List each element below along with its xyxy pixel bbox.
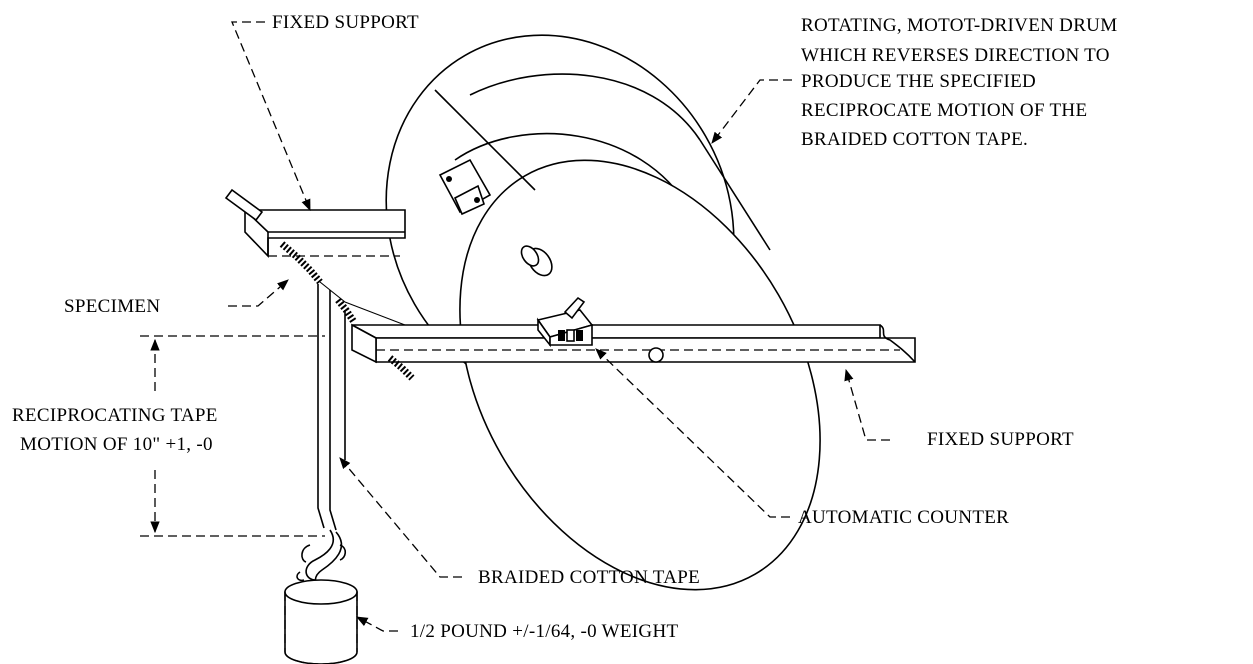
- specimen-right: [335, 297, 415, 381]
- label-drum-line1: ROTATING, MOTOT-DRIVEN DRUM: [801, 15, 1117, 36]
- weight-icon: [284, 529, 358, 664]
- right-fixed-support: [351, 323, 916, 364]
- drum-bracket-icon: [438, 158, 492, 216]
- motion-dimension: [140, 335, 325, 537]
- label-motion-line2: MOTION OF 10" +1, -0: [20, 434, 213, 455]
- braided-cotton-tape: [317, 284, 346, 531]
- label-drum-line4: RECIPROCATE MOTION OF THE: [801, 100, 1087, 121]
- label-motion-line1: RECIPROCATING TAPE: [12, 405, 218, 426]
- top-fixed-support: [224, 188, 406, 258]
- label-drum-line5: BRAIDED COTTON TAPE.: [801, 129, 1028, 150]
- label-braided-cotton-tape: BRAIDED COTTON TAPE: [478, 567, 700, 588]
- label-drum-line2: WHICH REVERSES DIRECTION TO: [801, 45, 1110, 66]
- rotating-drum: [385, 34, 821, 591]
- leader-lines: [228, 21, 890, 632]
- label-weight: 1/2 POUND +/-1/64, -0 WEIGHT: [410, 621, 678, 642]
- label-drum-line3: PRODUCE THE SPECIFIED: [801, 71, 1036, 92]
- label-automatic-counter: AUTOMATIC COUNTER: [798, 507, 1009, 528]
- specimen-upper: [279, 241, 323, 285]
- label-fixed-support-top: FIXED SUPPORT: [272, 12, 419, 33]
- label-specimen: SPECIMEN: [64, 296, 160, 317]
- drum-hub-icon: [520, 245, 553, 277]
- automatic-counter-icon: [536, 296, 594, 348]
- label-fixed-support-right: FIXED SUPPORT: [927, 429, 1074, 450]
